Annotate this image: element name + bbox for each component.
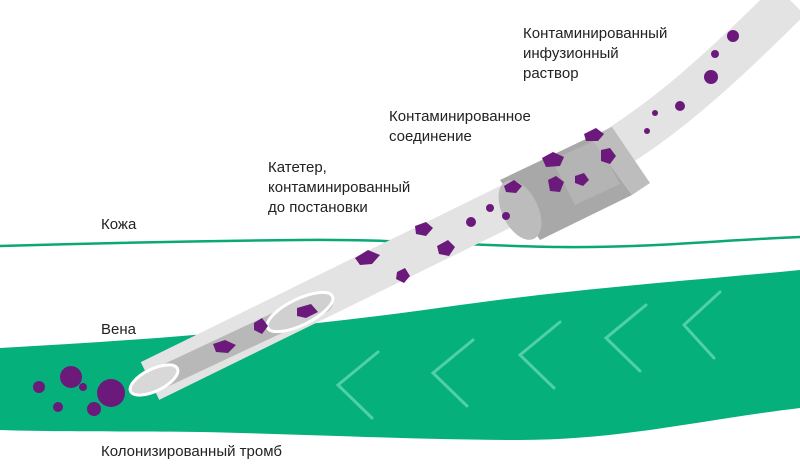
label-infusion-line-2: инфузионный <box>523 45 619 62</box>
label-catheter: Катетер, контаминированный до постановки <box>268 158 410 218</box>
label-connection: Контаминированное соединение <box>389 107 531 147</box>
label-connection-line-1: Контаминированное <box>389 108 531 125</box>
vein <box>0 270 800 440</box>
pathogens <box>33 30 739 416</box>
label-infusion: Контаминированный инфузионный раствор <box>523 24 667 84</box>
label-catheter-line-2: контаминированный <box>268 179 411 196</box>
catheter-tip <box>128 363 180 397</box>
label-thrombus-text: Колонизированный тромб <box>101 443 282 460</box>
label-thrombus: Колонизированный тромб <box>101 442 282 462</box>
label-connection-line-2: соединение <box>389 128 472 145</box>
label-catheter-line-3: до постановки <box>268 199 368 216</box>
label-skin: Кожа <box>101 215 136 235</box>
label-infusion-line-3: раствор <box>523 65 579 82</box>
label-vein-text: Вена <box>101 321 136 338</box>
label-catheter-line-1: Катетер, <box>268 159 327 176</box>
label-vein: Вена <box>101 320 136 340</box>
vein-flow-chevrons <box>335 290 722 420</box>
label-infusion-line-1: Контаминированный <box>523 25 668 42</box>
label-skin-text: Кожа <box>101 216 137 233</box>
